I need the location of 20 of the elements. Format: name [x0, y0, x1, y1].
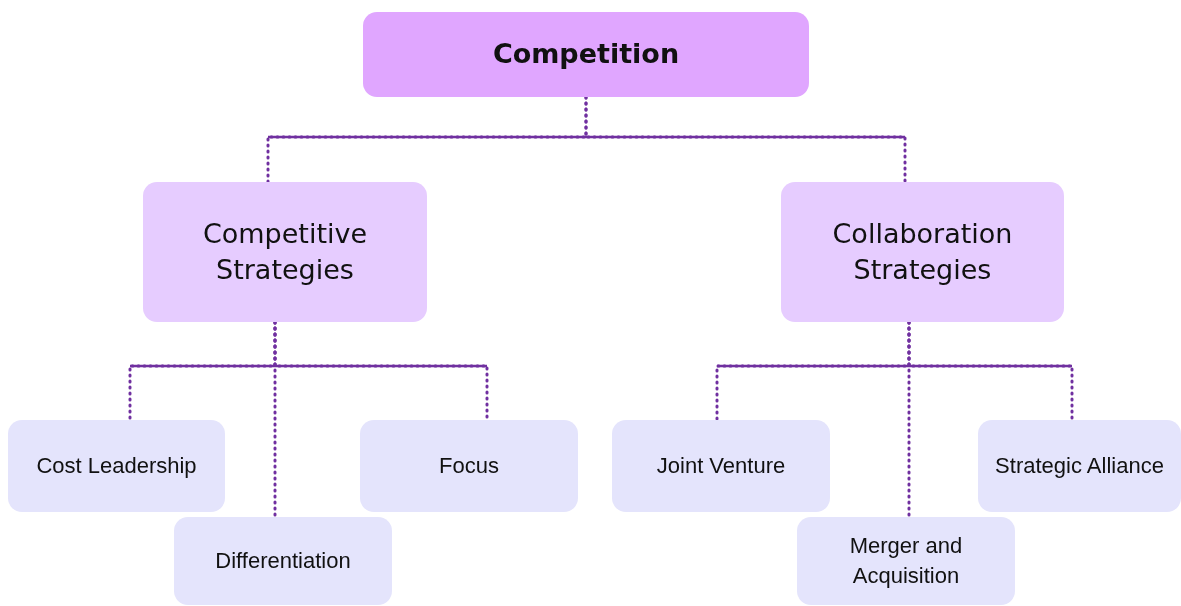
substrategy-box — [978, 420, 1181, 512]
node-label: Merger and Acquisition — [848, 532, 964, 590]
substrategy-box — [8, 420, 225, 512]
substrategy-box — [797, 517, 1015, 605]
connector-line — [907, 320, 1074, 422]
connector-line — [584, 95, 907, 184]
node-label: Strategic Alliance — [995, 452, 1164, 481]
substrategy-box — [360, 420, 578, 512]
node-label: Differentiation — [215, 547, 351, 576]
strategy-box — [781, 182, 1064, 322]
node-label: Cost Leadership — [36, 452, 197, 481]
strategy-box — [143, 182, 427, 322]
node-label: Competition — [492, 37, 680, 72]
node-label: Competitive Strategies — [201, 216, 369, 287]
node-label: Focus — [439, 452, 499, 481]
root-topic-box — [363, 12, 809, 97]
substrategy-box — [612, 420, 830, 512]
node-label: Collaboration Strategies — [831, 216, 1014, 287]
node-label: Joint Venture — [656, 452, 786, 481]
substrategy-box — [174, 517, 392, 605]
